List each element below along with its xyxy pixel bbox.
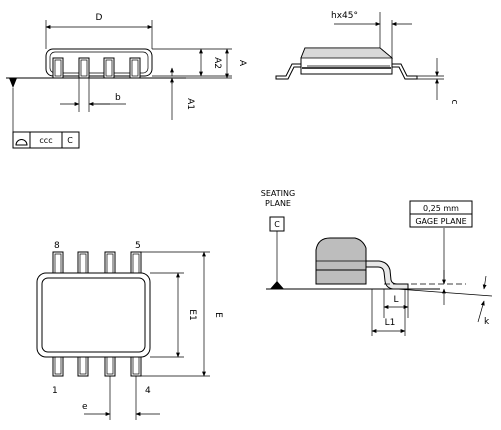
- pin-8-label: 8: [54, 241, 60, 251]
- side-lead-left: [275, 63, 302, 80]
- package-body-top: [36, 272, 151, 358]
- angle-label: k: [484, 317, 490, 327]
- gage-plane-label: GAGE PLANE: [415, 217, 466, 226]
- lead-detail: [365, 260, 409, 290]
- front-leads: [52, 57, 141, 79]
- pin-5-label: 5: [135, 241, 141, 251]
- dim-e1-label: E1: [187, 309, 197, 320]
- seating-plane-line2: PLANE: [265, 199, 291, 208]
- flatness-tolerance-frame: ccc C: [12, 131, 80, 149]
- dim-c-label: c: [449, 100, 459, 105]
- seating-datum-label: C: [274, 220, 280, 229]
- dim-a-label: A: [237, 60, 247, 67]
- pin-4-label: 4: [145, 386, 151, 396]
- seating-plane-line1: SEATING: [261, 189, 295, 198]
- side-lead-right: [391, 63, 418, 80]
- pin-1-label: 1: [52, 386, 58, 396]
- plan-view: 8 5 1 4 E1 E e: [36, 241, 223, 420]
- dim-a1-label: A1: [185, 98, 195, 110]
- dim-l-label: L: [393, 295, 398, 305]
- dim-a2-label: A2: [212, 57, 222, 69]
- gage-value: 0,25 mm: [423, 204, 459, 213]
- flatness-symbol-icon: [15, 139, 28, 146]
- side-view: hx45° c: [275, 11, 459, 105]
- dim-l1-label: L1: [385, 318, 396, 328]
- tolerance-value: ccc: [39, 136, 52, 145]
- chamfer-label: hx45°: [331, 11, 358, 21]
- dim-b-label: b: [115, 93, 121, 103]
- package-body-front: [45, 48, 153, 77]
- tolerance-datum: C: [67, 136, 73, 145]
- front-view: D A2 A A1 b ccc C: [6, 13, 247, 149]
- lead-detail-view: SEATING PLANE C 0,25 mm GAGE PLANE k L: [261, 189, 493, 336]
- dim-pitch-label: e: [82, 402, 88, 412]
- dim-d-label: D: [96, 13, 103, 23]
- dim-e-label: E: [213, 312, 223, 318]
